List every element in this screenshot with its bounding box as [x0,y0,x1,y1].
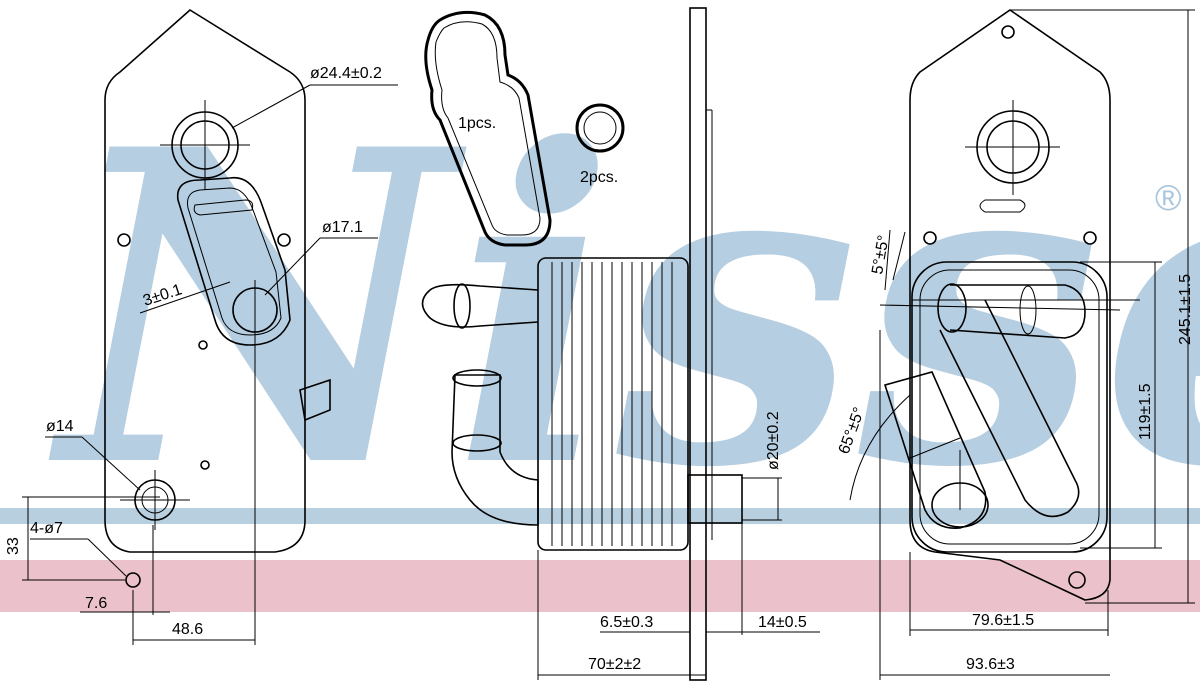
side-dimensions: ø20±0.2 6.5±0.3 14±0.5 70±2±2 [537,411,820,680]
mount-holes-label: 4-ø7 [30,520,63,537]
nissens-watermark: Nissens ® [47,57,1200,562]
left-gasket-channel [176,176,291,346]
port-dia-large-label: ø24.4±0.2 [310,65,382,82]
core-fins [551,262,673,546]
right-dimensions: 5°±5° 65°±5° 245.1±1.5 119±1.5 79.6±1.5 … [836,9,1195,680]
width-total-label: 93.6±3 [966,656,1015,673]
core-width-label: 70±2±2 [588,656,641,673]
gasket-large-qty: 1pcs. [458,115,496,132]
hole-spacing-label: 48.6 [172,621,203,638]
left-dimensions: ø24.4±0.2 ø17.1 3±0.1 ø14 4-ø7 33 7.6 48… [5,65,398,645]
right-view [879,9,1140,601]
lower-inlet-pipe [451,374,539,526]
offset-horizontal-label: 7.6 [85,595,107,612]
upper-inlet-pipe [421,283,539,328]
base-plate [689,7,707,681]
mount-hole [125,572,141,588]
port-dia-medium-label: ø17.1 [322,219,363,236]
offset-vertical-label: 33 [5,537,22,555]
blue-band [0,508,1200,524]
registered-mark: ® [1155,177,1182,218]
pipe-length-label: 14±0.5 [758,614,807,631]
pipe-dia-label: ø20±0.2 [765,411,782,470]
small-gasket [575,103,625,153]
port-dia-small-label: ø14 [46,418,74,435]
gaskets: 1pcs. 2pcs. [424,10,625,247]
pink-band [0,560,1200,612]
gasket-small-qty: 2pcs. [580,169,618,186]
large-gasket [424,10,552,247]
angle-small-label: 5°±5° [869,234,893,276]
right-pipes [883,283,1086,529]
width-inner-label: 79.6±1.5 [972,612,1034,629]
inner-gasket [911,261,1108,553]
core-body [537,257,689,551]
flange-thickness-label: 6.5±0.3 [600,614,653,631]
left-view [104,9,331,588]
right-plate-outline [909,9,1111,601]
height-ports-label: 119±1.5 [1137,383,1154,440]
left-plate-outline [104,9,306,553]
watermark-text: Nissens [47,57,1200,562]
height-total-label: 245.1±1.5 [1177,274,1194,345]
side-view [421,7,743,681]
